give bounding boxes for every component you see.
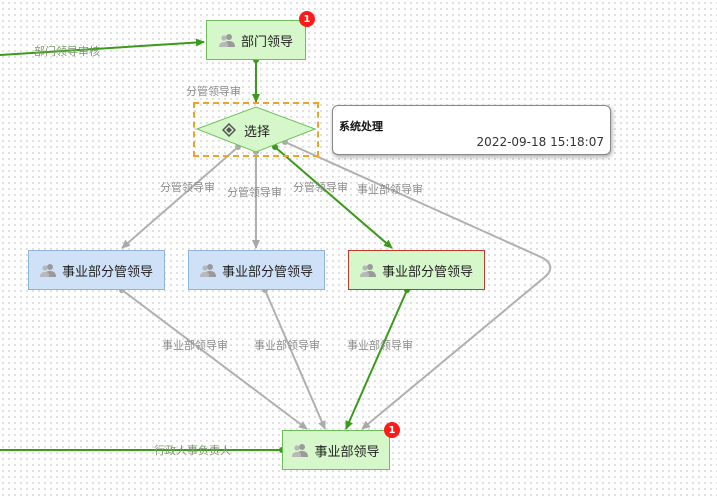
node-select-diamond[interactable]	[195, 104, 317, 155]
users-icon	[218, 34, 235, 47]
edge-label: 分管领导审	[160, 180, 215, 194]
edge-branch-1-to-biz-leader[interactable]: 事业部领导审	[119, 287, 308, 430]
edge-label: 分管领导审	[186, 84, 241, 98]
users-icon	[359, 264, 376, 277]
node-label: 选择	[244, 124, 271, 140]
pending-count-badge: 1	[384, 422, 400, 438]
edge-label: 事业部领导审	[254, 338, 320, 352]
edge-label: 分管领导审	[227, 185, 282, 199]
edge-branch-3-to-biz-leader[interactable]: 事业部领导审	[345, 287, 413, 430]
edge-select-to-branch-1[interactable]: 分管领导审	[121, 144, 241, 249]
node-branch-leader-3[interactable]: 事业部分管领导	[348, 250, 485, 290]
edge-admin-to-biz-leader[interactable]: 行政人事负责人	[0, 443, 285, 457]
node-biz-leader[interactable]: 事业部领导	[282, 430, 390, 470]
edge-branch-2-to-biz-leader[interactable]: 事业部领导审	[254, 287, 326, 430]
edge-to-dept-leader[interactable]: 部门领导审核	[0, 38, 205, 58]
users-icon	[292, 444, 309, 457]
edge-label: 事业部领导审	[347, 338, 413, 352]
node-label: 事业部领导	[314, 444, 380, 460]
node-label: 部门领导	[240, 34, 293, 50]
edge-select-to-biz-leader[interactable]: 事业部领导审	[282, 139, 552, 430]
edge-label: 事业部领导审	[162, 338, 228, 352]
node-label: 事业部分管领导	[381, 264, 473, 280]
gateway-icon	[222, 123, 236, 137]
edge-label: 分管领导审	[293, 180, 348, 194]
node-branch-leader-2[interactable]: 事业部分管领导	[188, 250, 325, 290]
edge-select-to-branch-3[interactable]: 分管领导审	[272, 144, 393, 249]
node-label: 事业部分管领导	[221, 264, 313, 280]
node-dept-leader[interactable]: 部门领导	[206, 20, 306, 60]
selection-frame	[193, 102, 319, 157]
edge-dept-to-select[interactable]: 分管领导审	[186, 57, 260, 103]
edge-label: 事业部领导审	[357, 182, 423, 196]
edge-select-to-branch-2[interactable]: 分管领导审	[227, 149, 282, 249]
edge-label: 行政人事负责人	[154, 443, 231, 457]
node-branch-leader-1[interactable]: 事业部分管领导	[28, 250, 165, 290]
users-icon	[199, 264, 216, 277]
users-icon	[39, 264, 56, 277]
tooltip-timestamp: 2022-09-18 15:18:07	[476, 135, 604, 149]
edge-label: 部门领导审核	[34, 44, 100, 58]
node-label: 事业部分管领导	[61, 264, 153, 280]
status-tooltip: 系统处理 2022-09-18 15:18:07	[332, 105, 611, 155]
pending-count-badge: 1	[299, 11, 315, 27]
tooltip-title: 系统处理	[339, 120, 383, 133]
node-select[interactable]: 选择	[222, 120, 282, 140]
